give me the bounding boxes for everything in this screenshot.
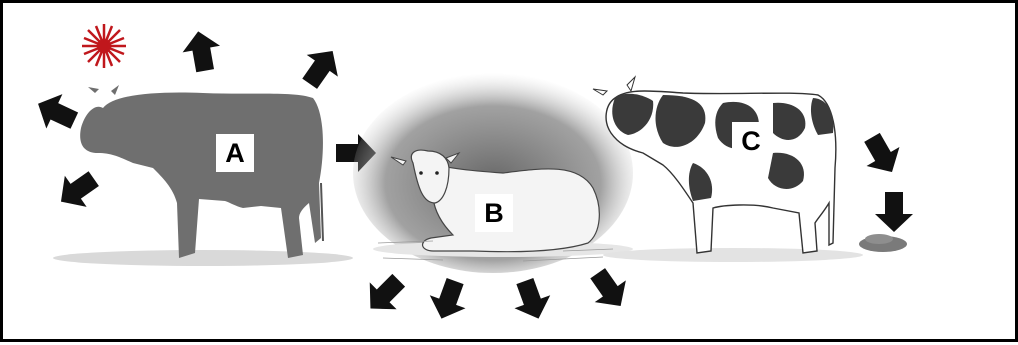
arrow-icon: [875, 192, 913, 232]
arrow-icon: [357, 267, 412, 322]
cow-lying-icon: [353, 73, 633, 273]
arrow-icon: [30, 86, 82, 137]
label-cow-c: C: [732, 122, 770, 160]
arrow-icon: [179, 28, 223, 74]
arrow-icon: [50, 163, 105, 217]
arrow-icon: [582, 262, 636, 317]
arrow-icon: [856, 128, 909, 182]
sun-icon: [82, 24, 126, 68]
label-cow-a: A: [216, 134, 254, 172]
label-cow-b: B: [475, 194, 513, 232]
arrow-icon: [507, 275, 556, 326]
arrow-icon: [294, 40, 348, 95]
spotted-cow-icon: [593, 77, 907, 262]
arrow-icon: [424, 275, 473, 326]
cow-standing-icon: [53, 85, 353, 266]
dung-pile-icon: [859, 234, 907, 252]
cow-heat-diagram: [3, 3, 1018, 345]
